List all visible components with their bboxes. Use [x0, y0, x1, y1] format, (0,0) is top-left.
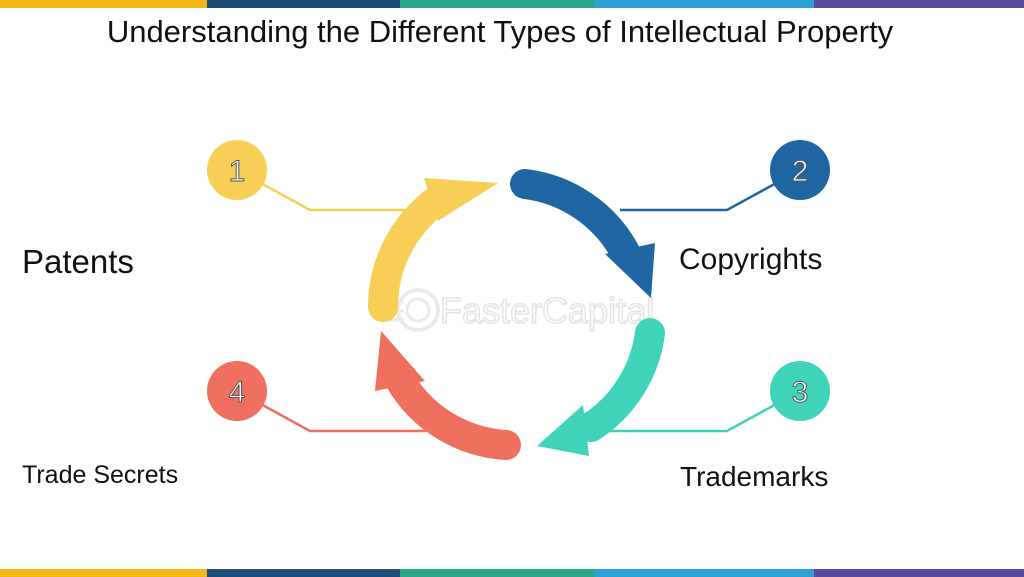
number-badge-2-text: 2 [792, 155, 809, 188]
stripe-segment-teal [400, 0, 595, 8]
bottom-color-stripe [0, 569, 1024, 577]
watermark: FasterCapital [382, 288, 655, 332]
stripe-segment-blue [595, 569, 814, 577]
stripe-segment-blue [595, 0, 814, 8]
label-trademarks: Trademarks [680, 461, 829, 492]
stripe-segment-yellow [0, 0, 207, 8]
label-trade-secrets: Trade Secrets [22, 461, 179, 489]
top-color-stripe [0, 0, 1024, 8]
watermark-text: FasterCapital [440, 290, 654, 331]
label-patents: Patents [22, 243, 134, 280]
arrow-head-2 [605, 243, 655, 298]
label-copyrights: Copyrights [679, 243, 823, 276]
number-badge-1: 1 [207, 140, 267, 200]
arrow-head-4 [375, 331, 425, 391]
arrow-body-4 [386, 367, 521, 460]
stripe-segment-teal [400, 569, 595, 577]
number-badge-2: 2 [770, 140, 830, 200]
arrow-body-3 [576, 318, 665, 442]
stripe-segment-purple [814, 0, 1024, 8]
stripe-segment-navy [207, 569, 400, 577]
number-badge-3-text: 3 [792, 376, 809, 409]
number-badge-4: 4 [207, 361, 267, 421]
arrow-body-1 [367, 180, 460, 322]
arrow-head-1 [424, 178, 498, 221]
stripe-segment-purple [814, 569, 1024, 577]
stripe-segment-navy [207, 0, 400, 8]
number-badge-3: 3 [770, 361, 830, 421]
page-title: Understanding the Different Types of Int… [106, 14, 894, 49]
number-badge-4-text: 4 [229, 376, 246, 409]
arrow-head-3 [537, 405, 589, 456]
stripe-segment-yellow [0, 569, 207, 577]
arrow-body-2 [510, 169, 640, 267]
number-badge-1-text: 1 [229, 155, 246, 188]
